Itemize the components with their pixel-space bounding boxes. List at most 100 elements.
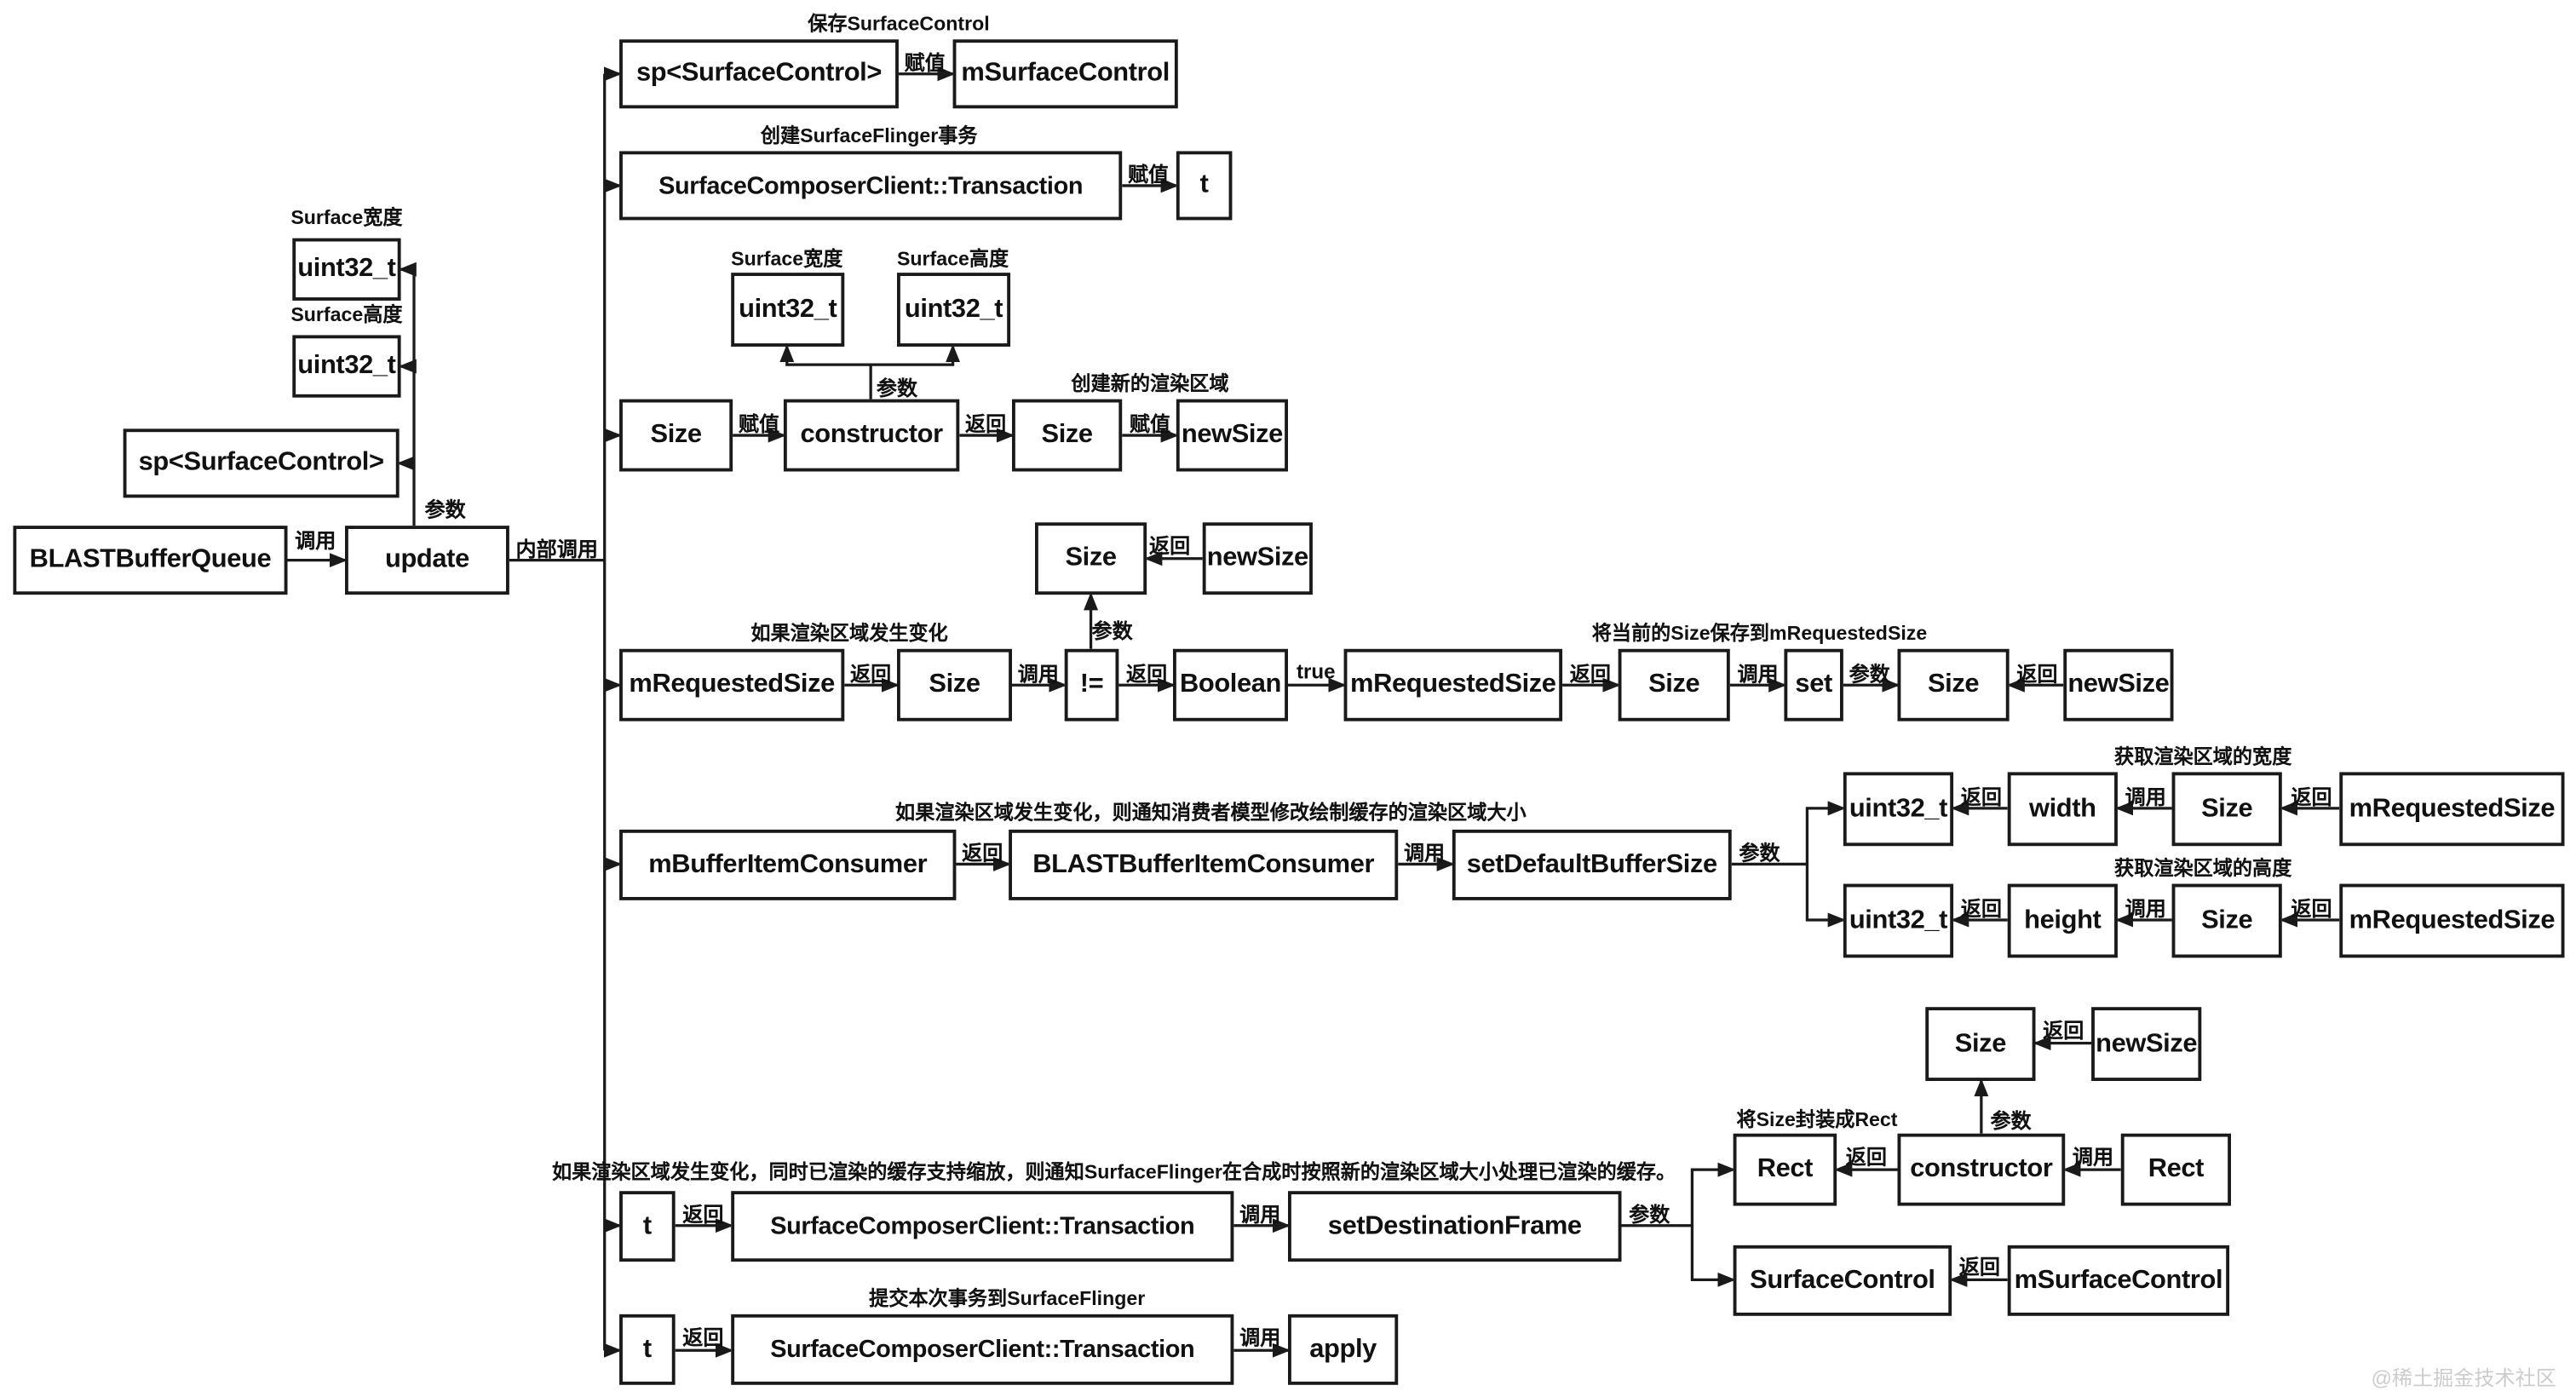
diagram-node-mrequestedsize: mRequestedSize xyxy=(2339,883,2565,958)
edge-label: 调用 xyxy=(2125,785,2166,809)
diagram-node-newsize: newSize xyxy=(1202,522,1313,595)
edge-label: 返回 xyxy=(1845,1146,1887,1170)
edge-label: 赋值 xyxy=(904,51,946,75)
diagram-node-uint32-t: uint32_t xyxy=(1843,883,1954,958)
edge-label: 调用 xyxy=(1239,1203,1281,1227)
diagram-node-size: Size xyxy=(2171,772,2282,847)
diagram-node-surfacecomposerclient-transaction: SurfaceComposerClient::Transaction xyxy=(731,1314,1234,1385)
diagram-node-msurfacecontrol: mSurfaceControl xyxy=(2007,1245,2230,1316)
diagram-node-size: Size xyxy=(619,399,733,472)
diagram-node-width: width xyxy=(2007,772,2118,847)
diagram-caption: 如果渲染区域发生变化，则通知消费者模型修改绘制缓存的渲染区域大小 xyxy=(895,801,1527,825)
edge-label: 赋值 xyxy=(1129,413,1171,437)
diagram-node-size: Size xyxy=(2171,883,2282,958)
diagram-node-blastbufferitemconsumer: BLASTBufferItemConsumer xyxy=(1009,829,1399,900)
edge-label: 调用 xyxy=(1239,1326,1281,1350)
edge-label: 返回 xyxy=(1126,663,1168,687)
diagram-node-uint32-t: uint32_t xyxy=(1843,772,1954,847)
diagram-node-mbufferitemconsumer: mBufferItemConsumer xyxy=(619,829,957,900)
diagram-node-size: Size xyxy=(1897,648,2010,721)
edge-label: 参数 xyxy=(1990,1109,2032,1133)
diagram-node-sp-surfacecontrol: sp<SurfaceControl> xyxy=(123,428,400,498)
diagram-node-size: Size xyxy=(1618,648,1730,721)
diagram-node-constructor: constructor xyxy=(1897,1133,2066,1206)
edge-label: 赋值 xyxy=(1127,163,1170,187)
edge-label: 返回 xyxy=(1960,785,2002,809)
edge-label: 返回 xyxy=(962,842,1003,865)
diagram-node-newsize: newSize xyxy=(2063,648,2174,721)
edge-label: true xyxy=(1297,660,1336,684)
diagram-node-mrequestedsize: mRequestedSize xyxy=(619,648,845,721)
diagram-caption: 保存SurfaceControl xyxy=(808,12,990,36)
edge-label: 参数 xyxy=(1629,1203,1670,1227)
edge-label: 返回 xyxy=(682,1326,724,1350)
edge-label: 返回 xyxy=(2291,785,2332,809)
diagram-node-set: set xyxy=(1784,648,1843,721)
diagram-node-uint32-t: uint32_t xyxy=(292,335,401,398)
diagram-node-size: Size xyxy=(1034,522,1147,595)
watermark-text: @稀土掘金技术社区 xyxy=(2371,1366,2556,1390)
diagram-node-uint32-t: uint32_t xyxy=(731,273,845,347)
diagram-caption: Surface高度 xyxy=(896,247,1009,271)
diagram-node-label: != xyxy=(1064,648,1119,721)
edge-label: 调用 xyxy=(2072,1146,2114,1170)
diagram-node-apply: apply xyxy=(1287,1314,1399,1385)
diagram-caption: Surface高度 xyxy=(290,302,403,326)
edge-label: 参数 xyxy=(876,377,918,400)
edge-label: 返回 xyxy=(682,1203,724,1227)
edge-label: 返回 xyxy=(2043,1019,2084,1043)
diagram-caption: 创建SurfaceFlinger事务 xyxy=(760,124,978,147)
diagram-node-newsize: newSize xyxy=(2091,1007,2202,1081)
diagram-node-msurfacecontrol: mSurfaceControl xyxy=(952,39,1178,109)
diagram-caption: 如果渲染区域发生变化 xyxy=(750,621,948,645)
diagram-caption: 将当前的Size保存到mRequestedSize xyxy=(1591,621,1928,645)
edge-label: 调用 xyxy=(1737,663,1779,687)
edge-label: 赋值 xyxy=(738,413,780,437)
diagram-edge xyxy=(779,343,872,400)
edge-label: 返回 xyxy=(2291,897,2332,921)
edge-label: 调用 xyxy=(1403,842,1446,865)
diagram-node-uint32-t: uint32_t xyxy=(896,273,1011,347)
edge-label: 参数 xyxy=(1739,842,1780,865)
diagram-node-surfacecontrol: SurfaceControl xyxy=(1733,1245,1952,1316)
diagram-node-surfacecomposerclient-transaction: SurfaceComposerClient::Transaction xyxy=(731,1191,1234,1262)
diagram-caption: 将Size封装成Rect xyxy=(1736,1107,1898,1131)
edge-label: 调用 xyxy=(295,529,336,553)
diagram-caption: 创建新的渲染区域 xyxy=(1071,371,1229,395)
diagram-caption: Surface宽度 xyxy=(290,206,403,230)
diagram-node-setdestinationframe: setDestinationFrame xyxy=(1287,1191,1622,1262)
diagram-caption: 获取渲染区域的宽度 xyxy=(2114,744,2292,768)
diagram-node-surfacecomposerclient-transaction: SurfaceComposerClient::Transaction xyxy=(619,151,1123,221)
diagram-node-height: height xyxy=(2007,883,2118,958)
edge-label: 参数 xyxy=(424,498,466,522)
diagram-caption: 获取渲染区域的高度 xyxy=(2114,856,2292,880)
diagram-node-t: t xyxy=(619,1314,676,1385)
edge-label: 返回 xyxy=(1958,1256,2001,1279)
diagram-node-setdefaultbuffersize: setDefaultBufferSize xyxy=(1452,829,1732,900)
diagram-caption: Surface宽度 xyxy=(731,247,843,271)
edge-label: 返回 xyxy=(2016,663,2058,687)
edge-label: 返回 xyxy=(850,663,892,687)
diagram-edge xyxy=(871,343,961,366)
diagram-caption: 如果渲染区域发生变化，同时已渲染的缓存支持缩放，则通知SurfaceFlinge… xyxy=(551,1160,1676,1184)
edge-label: 调用 xyxy=(2125,897,2166,921)
edge-label: 参数 xyxy=(1849,663,1890,687)
diagram-node-size: Size xyxy=(896,648,1012,721)
diagram-node-sp-surfacecontrol: sp<SurfaceControl> xyxy=(619,39,899,109)
diagram-node-rect: Rect xyxy=(2120,1133,2231,1206)
edge-label: 内部调用 xyxy=(515,538,599,561)
diagram-node-size: Size xyxy=(1925,1007,2036,1081)
diagram-node-rect: Rect xyxy=(1733,1133,1837,1206)
diagram-node-mrequestedsize: mRequestedSize xyxy=(2339,772,2565,847)
diagram-node-blastbufferqueue: BLASTBufferQueue xyxy=(13,526,288,595)
diagram-edge xyxy=(1805,864,1846,928)
edge-label: 返回 xyxy=(1149,534,1191,558)
diagram-node-t: t xyxy=(1176,151,1233,221)
diagram-node-newsize: newSize xyxy=(1176,399,1288,472)
diagram-node-uint32-t: uint32_t xyxy=(292,238,401,301)
edge-label: 返回 xyxy=(965,413,1007,437)
diagram-node-boolean: Boolean xyxy=(1172,648,1288,721)
diagram-edge xyxy=(1690,1225,1736,1287)
diagram-node-update: update xyxy=(344,526,509,595)
